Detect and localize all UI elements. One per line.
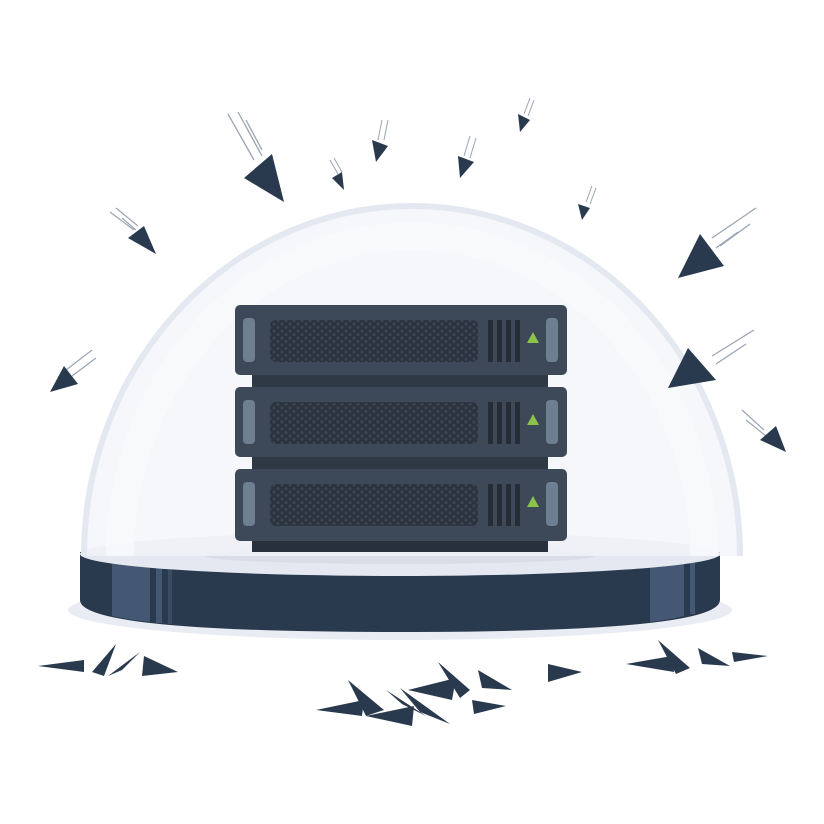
server-unit-2: [235, 387, 567, 457]
projectile-icon: [109, 207, 156, 254]
projectile-icon: [578, 185, 597, 220]
server-unit-3: [235, 469, 567, 541]
projectile-icon: [329, 157, 344, 190]
handle-left-icon: [243, 482, 255, 526]
dome-outline: [81, 203, 743, 557]
projectile-icon: [741, 409, 786, 452]
projectile-icon: [50, 349, 97, 392]
status-up-arrow-icon: [527, 332, 539, 343]
shard-icon: [732, 652, 768, 662]
base-stripe-right: [650, 560, 684, 622]
vent-grille: [270, 320, 478, 362]
shard-icon: [316, 700, 364, 716]
base-stripe-right-thin: [690, 560, 695, 614]
broken-shards: [38, 640, 768, 726]
shard-icon: [386, 690, 426, 716]
projectile-icon: [458, 135, 477, 178]
projectile-icon: [518, 97, 535, 132]
shard-icon: [626, 656, 674, 672]
projectile-icon: [678, 207, 757, 278]
shard-icon: [478, 670, 512, 690]
server-rack: [235, 305, 567, 552]
projectile-icon: [372, 119, 389, 162]
base-stripe-left-thin-2: [168, 566, 172, 624]
dome-inner-highlight: [106, 222, 718, 557]
handle-left-icon: [243, 318, 255, 362]
drive-slots: [488, 320, 520, 362]
shard-icon: [142, 656, 178, 676]
handle-right-icon: [546, 482, 558, 526]
shard-icon: [438, 662, 470, 698]
base-stripe-left: [112, 560, 150, 622]
shard-icon: [108, 652, 140, 676]
shard-icon: [348, 680, 384, 716]
status-up-arrow-icon: [527, 496, 539, 507]
status-up-arrow-icon: [527, 414, 539, 425]
shard-icon: [400, 688, 450, 724]
shard-icon: [698, 648, 730, 666]
vent-grille: [270, 484, 478, 526]
shard-icon: [472, 700, 506, 714]
base-stripe-left-thin: [156, 565, 162, 623]
drive-slots: [488, 484, 520, 526]
shard-icon: [92, 644, 116, 676]
handle-right-icon: [546, 318, 558, 362]
shard-icon: [658, 640, 690, 674]
handle-left-icon: [243, 400, 255, 444]
projectile-icon: [668, 329, 755, 388]
shard-icon: [548, 664, 582, 682]
handle-right-icon: [546, 400, 558, 444]
shard-icon: [408, 678, 456, 700]
incoming-projectiles: [50, 97, 786, 452]
drive-slots: [488, 402, 520, 444]
shard-icon: [366, 706, 414, 726]
shard-icon: [38, 660, 84, 672]
rack-foot: [252, 540, 548, 552]
vent-grille: [270, 402, 478, 444]
server-unit-1: [235, 305, 567, 375]
projectile-icon: [227, 111, 284, 202]
